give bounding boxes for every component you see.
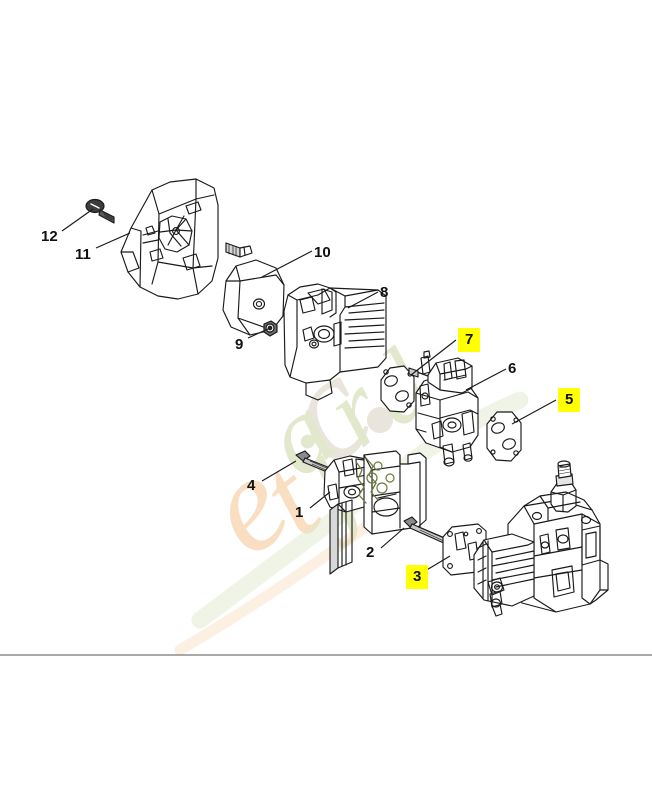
leader-line-6: [465, 368, 507, 391]
part-manifold-1: [323, 450, 427, 575]
leader-lines-group: [61, 208, 557, 572]
part-stud-clip: [225, 242, 253, 258]
leader-line-11: [95, 232, 131, 249]
part-air-filter-10: [222, 259, 285, 336]
callout-2[interactable]: 2: [366, 544, 375, 561]
callout-1[interactable]: 1: [295, 504, 304, 521]
part-hex-nut-9: [263, 320, 278, 337]
leader-line-1: [309, 491, 331, 509]
callout-12[interactable]: 12: [41, 228, 58, 245]
leader-line-3: [424, 555, 451, 572]
leader-line-10: [261, 250, 313, 278]
callout-4[interactable]: 4: [247, 477, 256, 494]
callout-10[interactable]: 10: [314, 244, 331, 261]
leader-line-4: [261, 460, 297, 482]
part-gasket-7: [380, 365, 415, 413]
callout-11[interactable]: 11: [75, 246, 91, 263]
part-screw-12: [85, 198, 115, 224]
leader-line-9: [247, 328, 269, 339]
leader-line-7: [410, 339, 457, 376]
part-carburetor-6: [408, 350, 479, 467]
callout-7-highlighted[interactable]: 7: [458, 328, 481, 352]
leader-line-8: [347, 291, 379, 309]
part-cylinder-assembly: [473, 460, 609, 617]
callout-9[interactable]: 9: [235, 336, 244, 353]
leader-line-5: [511, 399, 557, 425]
callout-8[interactable]: 8: [380, 284, 389, 301]
callout-3-highlighted[interactable]: 3: [406, 565, 429, 589]
line-art-group: [85, 178, 609, 617]
leader-line-12: [61, 208, 94, 232]
callout-6[interactable]: 6: [508, 360, 517, 377]
leader-line-2: [380, 527, 405, 549]
part-gasket-5: [486, 411, 522, 462]
part-filter-cover-11: [120, 178, 219, 300]
part-carb-box-8: [283, 283, 387, 401]
callout-5-highlighted[interactable]: 5: [558, 388, 581, 412]
